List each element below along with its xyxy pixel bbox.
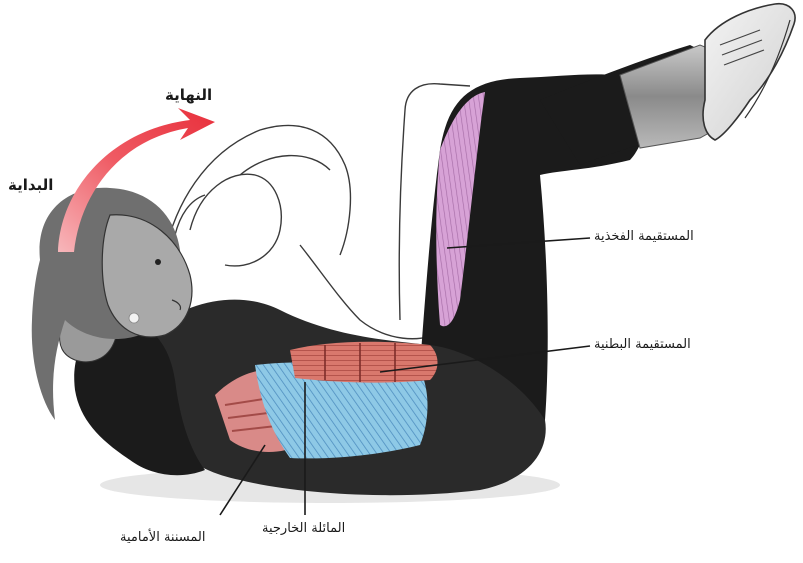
rectus-abdominis-label: المستقيمة البطنية [594, 337, 691, 352]
end-label: النهاية [165, 86, 212, 104]
rectus-abdominis-muscle [290, 342, 438, 383]
start-label: البداية [8, 176, 53, 194]
rectus-femoris-label: المستقيمة الفخذية [594, 229, 694, 244]
serratus-anterior-label: المسننة الأمامية [120, 530, 205, 545]
external-oblique-label: المائلة الخارجية [262, 521, 345, 536]
